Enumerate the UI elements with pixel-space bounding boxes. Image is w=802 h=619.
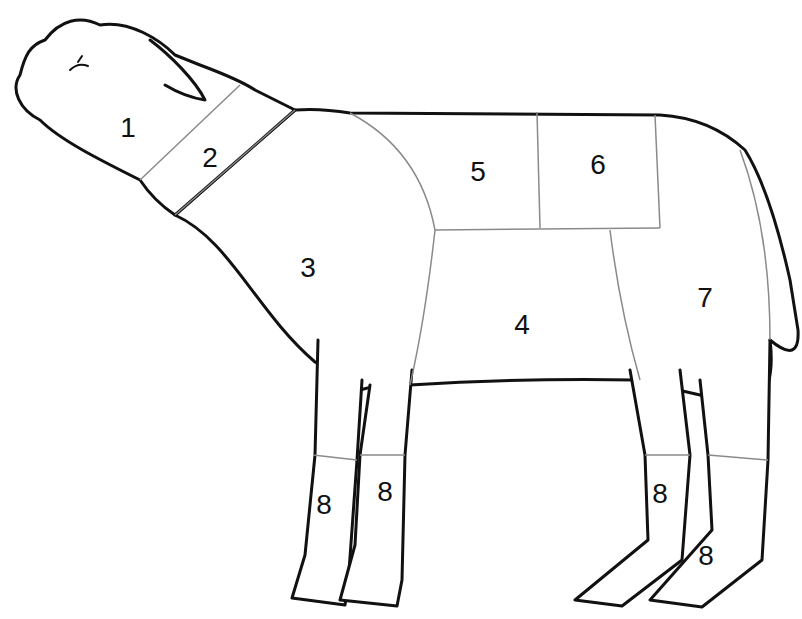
cut-line: [313, 455, 357, 460]
cut-line: [350, 113, 435, 385]
callout-number: 8: [698, 542, 714, 570]
cut-line: [175, 110, 295, 215]
cut-line: [140, 85, 240, 180]
callout-number: 6: [590, 151, 606, 179]
leg: [340, 370, 412, 606]
cut-line: [610, 230, 640, 380]
cut-line: [435, 228, 660, 230]
callout-number: 5: [470, 158, 486, 186]
callout-number: 1: [120, 114, 136, 142]
callout-number: 8: [377, 478, 393, 506]
callout-number: 4: [514, 311, 530, 339]
leg: [575, 370, 690, 606]
cut-line: [645, 454, 690, 456]
callout-number: 3: [300, 254, 316, 282]
cut-line: [655, 115, 660, 228]
leg: [650, 340, 770, 607]
callout-number: 8: [316, 491, 332, 519]
body-outline: [175, 109, 798, 400]
cut-line: [708, 455, 768, 460]
cut-line: [740, 150, 770, 340]
ear: [150, 40, 205, 100]
cut-line: [537, 112, 540, 228]
callout-number: 8: [652, 480, 668, 508]
callout-number: 2: [202, 144, 218, 172]
eye: [70, 56, 88, 70]
cut-line: [360, 454, 405, 456]
head-outline: [16, 20, 295, 215]
callout-number: 7: [697, 284, 713, 312]
